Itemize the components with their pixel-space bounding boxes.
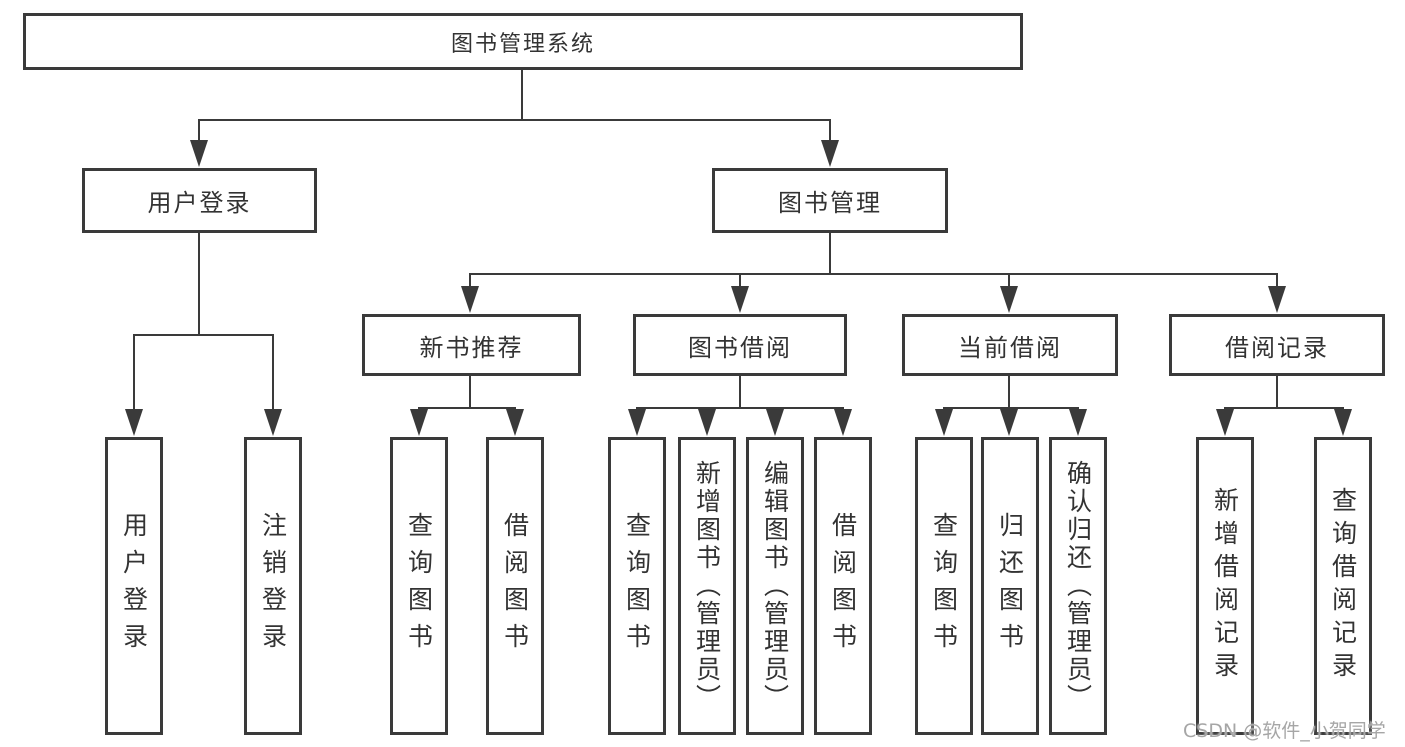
arrowhead-down xyxy=(1268,286,1286,313)
connector-line xyxy=(1008,273,1010,291)
connector-line xyxy=(829,233,831,275)
node-logout: 注销登录 xyxy=(244,437,302,735)
arrowhead-down xyxy=(698,409,716,436)
arrowhead-down xyxy=(1216,409,1234,436)
node-label: 借阅图书 xyxy=(828,512,858,660)
node-label: 用户登录 xyxy=(119,512,149,660)
node-label: 查询借阅记录 xyxy=(1328,487,1358,685)
node-label: 查询图书 xyxy=(622,512,652,660)
arrowhead-down xyxy=(461,286,479,313)
arrowhead-down xyxy=(821,140,839,167)
node-label: 编辑图书（管理员） xyxy=(760,460,790,712)
connector-line xyxy=(739,376,741,408)
connector-line xyxy=(1276,273,1278,291)
node-book-management: 图书管理 xyxy=(712,168,948,233)
connector-line xyxy=(943,407,1079,409)
node-borrowing-records: 借阅记录 xyxy=(1169,314,1385,376)
node-label: 注销登录 xyxy=(258,512,288,660)
node-label: 图书管理系统 xyxy=(450,31,595,57)
node-query-books-recommend: 查询图书 xyxy=(390,437,448,735)
connector-line xyxy=(418,407,516,409)
connector-line xyxy=(1276,376,1278,408)
node-label: 查询图书 xyxy=(929,512,959,660)
connector-line xyxy=(469,376,471,408)
connector-line xyxy=(133,334,274,336)
connector-line xyxy=(133,334,135,412)
connector-line xyxy=(1008,376,1010,408)
node-label: 新书推荐 xyxy=(419,333,524,362)
node-book-borrowing: 图书借阅 xyxy=(633,314,847,376)
node-query-borrow-record: 查询借阅记录 xyxy=(1314,437,1372,735)
node-add-borrow-record: 新增借阅记录 xyxy=(1196,437,1254,735)
node-query-books-borrow: 查询图书 xyxy=(608,437,666,735)
connector-line xyxy=(521,70,523,120)
node-query-books-current: 查询图书 xyxy=(915,437,973,735)
connector-line xyxy=(739,273,741,291)
connector-line xyxy=(829,119,831,149)
arrowhead-down xyxy=(410,409,428,436)
arrowhead-down xyxy=(628,409,646,436)
arrowhead-down xyxy=(935,409,953,436)
node-label: 图书借阅 xyxy=(688,333,792,362)
node-confirm-return-admin: 确认归还（管理员） xyxy=(1049,437,1107,735)
arrowhead-down xyxy=(731,286,749,313)
arrowhead-down xyxy=(264,409,282,436)
node-label: 图书管理 xyxy=(778,189,882,217)
node-label: 借阅图书 xyxy=(500,512,530,660)
node-borrow-books-recommend: 借阅图书 xyxy=(486,437,544,735)
connector-line xyxy=(272,334,274,412)
connector-line xyxy=(1224,407,1344,409)
node-label: 新增借阅记录 xyxy=(1210,487,1240,685)
node-new-book-recommendation: 新书推荐 xyxy=(362,314,581,376)
connector-line xyxy=(469,273,471,291)
connector-line xyxy=(469,273,1278,275)
arrowhead-down xyxy=(1069,409,1087,436)
connector-line xyxy=(198,119,831,121)
arrowhead-down xyxy=(506,409,524,436)
node-borrow-books: 借阅图书 xyxy=(814,437,872,735)
node-current-borrowing: 当前借阅 xyxy=(902,314,1118,376)
watermark-text: CSDN @软件_小贺同学 xyxy=(1183,720,1386,742)
node-user-login: 用户登录 xyxy=(105,437,163,735)
arrowhead-down xyxy=(190,140,208,167)
arrowhead-down xyxy=(1000,409,1018,436)
arrowhead-down xyxy=(1000,286,1018,313)
node-label: 用户登录 xyxy=(147,189,252,217)
node-edit-books-admin: 编辑图书（管理员） xyxy=(746,437,804,735)
node-label: 确认归还（管理员） xyxy=(1063,460,1093,712)
node-add-books-admin: 新增图书（管理员） xyxy=(678,437,736,735)
connector-line xyxy=(198,233,200,335)
arrowhead-down xyxy=(766,409,784,436)
arrowhead-down xyxy=(125,409,143,436)
node-library-management-system: 图书管理系统 xyxy=(23,13,1023,70)
node-label: 借阅记录 xyxy=(1225,333,1329,362)
node-label: 归还图书 xyxy=(995,512,1025,660)
node-return-books: 归还图书 xyxy=(981,437,1039,735)
node-label: 新增图书（管理员） xyxy=(692,460,722,712)
node-label: 当前借阅 xyxy=(958,333,1062,362)
connector-line xyxy=(198,119,200,149)
arrowhead-down xyxy=(834,409,852,436)
arrowhead-down xyxy=(1334,409,1352,436)
connector-line xyxy=(636,407,844,409)
node-user-login-branch: 用户登录 xyxy=(82,168,317,233)
node-label: 查询图书 xyxy=(404,512,434,660)
